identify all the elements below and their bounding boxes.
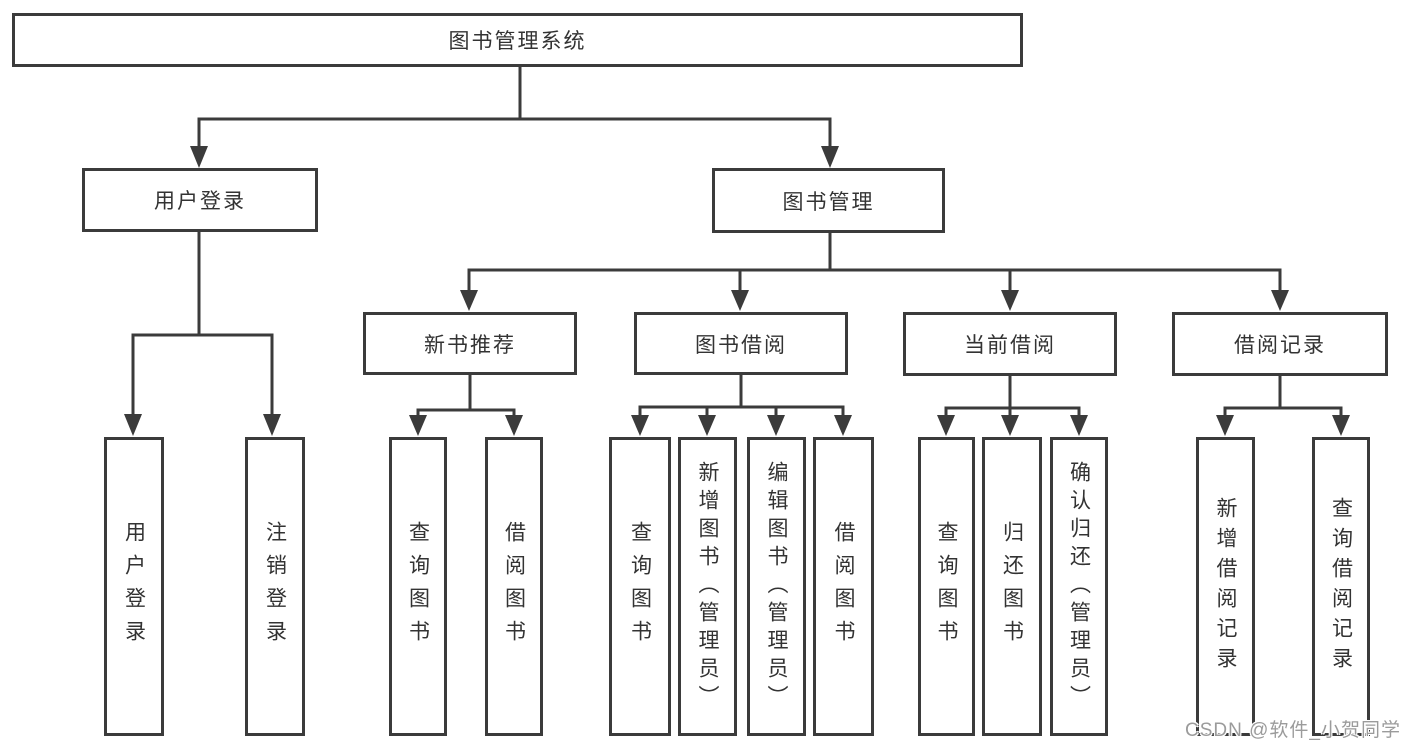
node-user-login-label: 用户登录 [154, 190, 246, 213]
leaf-add-books-admin: 新增图书（管理员） [678, 437, 737, 736]
node-book-management: 图书管理 [712, 168, 945, 233]
leaf-query-books-borrow: 查询图书 [609, 437, 671, 736]
leaf-borrow-books: 借阅图书 [813, 437, 874, 736]
arrowheads-root-branch [190, 146, 839, 168]
node-root-label: 图书管理系统 [448, 30, 587, 53]
node-new-book-recommend-label: 新书推荐 [424, 333, 516, 357]
arrowheads-user-login-branch [124, 414, 281, 436]
leaf-query-books-current: 查询图书 [918, 437, 975, 736]
node-root-system: 图书管理系统 [12, 13, 1023, 67]
leaf-query-books-recommend: 查询图书 [389, 437, 447, 736]
leaf-confirm-return-admin: 确认归还（管理员） [1050, 437, 1108, 736]
leaf-user-login-label: 用户登录 [122, 520, 146, 653]
connector-book-borrow-branch [638, 375, 845, 420]
leaf-add-borrow-record: 新增借阅记录 [1196, 437, 1255, 736]
leaf-add-borrow-record-label: 新增借阅记录 [1214, 496, 1237, 677]
csdn-watermark: CSDN @软件_小贺同学 [1185, 720, 1401, 741]
leaf-user-login: 用户登录 [104, 437, 164, 736]
node-borrow-records-label: 借阅记录 [1234, 334, 1326, 357]
node-book-management-label: 图书管理 [782, 190, 875, 214]
node-current-borrow: 当前借阅 [903, 312, 1117, 376]
node-new-book-recommend: 新书推荐 [363, 312, 577, 375]
node-book-borrow: 图书借阅 [634, 312, 848, 375]
leaf-query-books-recommend-label: 查询图书 [406, 520, 430, 653]
node-current-borrow-label: 当前借阅 [964, 334, 1056, 357]
connector-new-book-branch [416, 375, 516, 420]
node-borrow-records: 借阅记录 [1172, 312, 1388, 376]
arrowheads-book-borrow-branch [631, 415, 852, 436]
leaf-confirm-return-admin-label: 确认归还（管理员） [1067, 460, 1091, 713]
leaf-borrow-books-recommend-label: 借阅图书 [502, 520, 526, 653]
leaf-edit-books-admin: 编辑图书（管理员） [747, 437, 806, 736]
arrowheads-borrow-record-branch [1216, 415, 1350, 436]
leaf-logout-login-label: 注销登录 [263, 520, 287, 653]
connector-current-borrow-branch [944, 376, 1081, 420]
arrowheads-new-book-branch [409, 415, 523, 436]
arrowheads-book-management-branch [460, 290, 1289, 311]
connector-user-login-branch [131, 232, 274, 418]
leaf-borrow-books-recommend: 借阅图书 [485, 437, 543, 736]
arrowheads-current-borrow-branch [937, 415, 1088, 436]
leaf-borrow-books-label: 借阅图书 [832, 520, 855, 653]
leaf-add-books-admin-label: 新增图书（管理员） [696, 460, 719, 713]
leaf-edit-books-admin-label: 编辑图书（管理员） [765, 460, 788, 713]
leaf-query-books-current-label: 查询图书 [935, 520, 958, 653]
leaf-return-books: 归还图书 [982, 437, 1042, 736]
leaf-query-books-borrow-label: 查询图书 [628, 520, 652, 653]
leaf-query-borrow-record-label: 查询借阅记录 [1329, 496, 1353, 677]
leaf-return-books-label: 归还图书 [1000, 520, 1024, 653]
connector-book-management-branch [467, 232, 1282, 294]
leaf-logout-login: 注销登录 [245, 437, 305, 736]
connector-borrow-record-branch [1223, 376, 1343, 420]
leaf-query-borrow-record: 查询借阅记录 [1312, 437, 1370, 736]
connector-root-branch [197, 67, 832, 150]
node-user-login: 用户登录 [82, 168, 318, 232]
node-book-borrow-label: 图书借阅 [695, 333, 787, 357]
